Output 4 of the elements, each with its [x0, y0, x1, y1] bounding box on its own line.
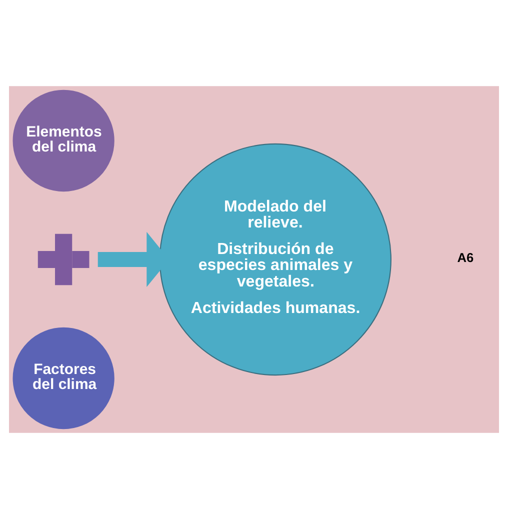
- node-circle: Factores del clima: [12, 326, 114, 429]
- node-circle: Modelado del relieve. Distribución de especies animales y vegetales. Actividades humanas.: [158, 142, 391, 376]
- label: A6: [456, 249, 474, 264]
- node-circle: Elementos del clima: [12, 89, 114, 192]
